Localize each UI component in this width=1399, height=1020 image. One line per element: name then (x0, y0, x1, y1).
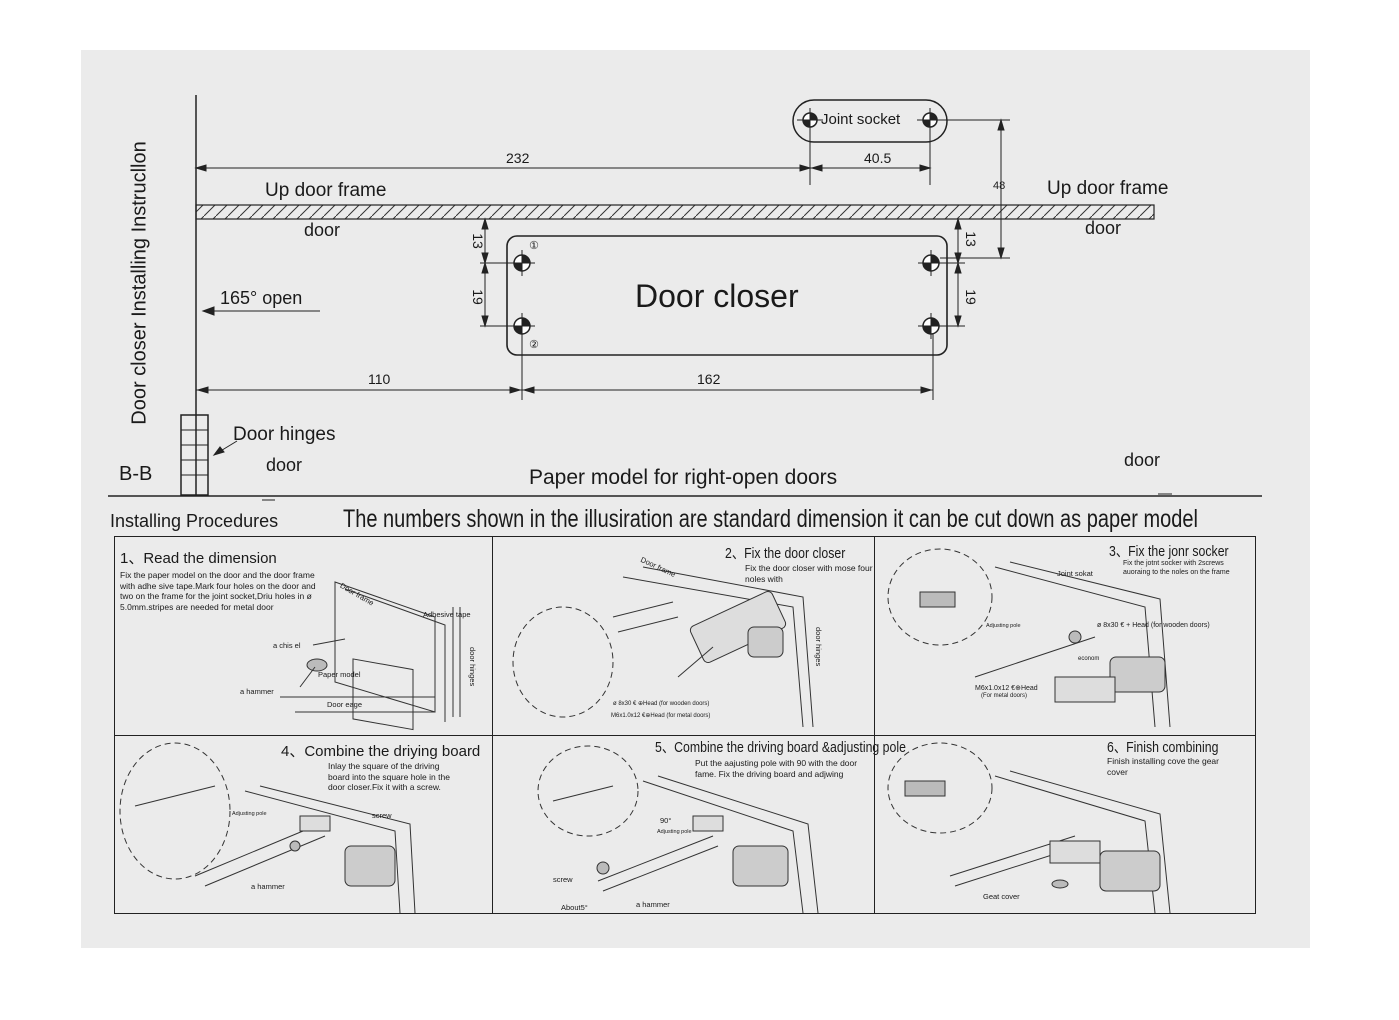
dim-13-right: 13 (962, 231, 979, 247)
step-5-title: 5、Combine the driving board &adjusting p… (655, 739, 906, 756)
step-4-panel: 4、Combine the driying board Inlay the sq… (114, 735, 493, 914)
dim-232: 232 (506, 150, 530, 166)
step-5-panel: 5、Combine the driving board &adjusting p… (492, 735, 906, 914)
door-frame-band (195, 204, 1155, 220)
step-2-title: 2、Fix the door closer (725, 545, 846, 562)
step-3-econom-label: econom (1078, 656, 1100, 662)
step-5-desc: Put the aajusting pole with 90 with the … (695, 758, 858, 779)
procedures-heading: Installing Procedures (110, 511, 279, 531)
step-5-illustration (537, 745, 819, 913)
step-3-screw-metal-label: M6x1.0x12 €⊕Head (975, 685, 1038, 692)
step-1-hammer-label: a hammer (240, 687, 274, 696)
hole-number-2: ② (529, 339, 539, 351)
hole-marks (509, 108, 944, 339)
step-1-desc: Fix the paper model on the door and the … (120, 570, 316, 612)
dimension-lines (108, 118, 1262, 501)
step-6-illustration (887, 742, 1171, 913)
step-1-adhesive-tape-label: Adhesive tape (423, 610, 471, 619)
paper-model-label: Paper model for right-open doors (529, 466, 838, 489)
step-2-door-hinges-label: door hinges (814, 627, 823, 667)
step-2-screw-metal-label: M6x1.0x12 €⊕Head (for metal doors) (611, 713, 711, 719)
step-4-desc: Inlay the square of the driving board in… (328, 761, 450, 792)
door-closer-outline (506, 235, 948, 356)
open-angle-label: 165° open (220, 288, 303, 308)
step-5-hammer-label: a hammer (636, 900, 670, 909)
joint-socket-outline (792, 99, 948, 143)
step-1-door-hinges-label: door hinges (468, 647, 477, 687)
step-5-about-label: About5° (561, 903, 588, 912)
step-6-panel: 6、Finish combining Finish installing cov… (874, 735, 1256, 914)
dim-162: 162 (697, 371, 721, 387)
dim-19-right: 19 (962, 289, 979, 305)
up-door-frame-right: Up door frame (1047, 178, 1169, 199)
dim-19-left: 19 (469, 289, 486, 305)
vertical-title: Door closer Installing Instrucllon (128, 141, 151, 425)
step-3-panel: 3、Fix the jonr socker Fix the jotnt sock… (874, 536, 1256, 736)
step-1-paper-model-label: Paper model (318, 670, 361, 679)
step-1-chisel-label: a chis el (273, 641, 301, 650)
step-3-adjusting-pole-label: Adjusting pole (986, 623, 1021, 629)
step-2-illustration (512, 566, 814, 728)
step-6-desc: Finish installing cove the gear cover (1107, 756, 1219, 777)
step-3-title: 3、Fix the jonr socker (1109, 543, 1229, 560)
dim-40-5: 40.5 (864, 150, 892, 166)
procedures-banner: The numbers shown in the illusiration ar… (343, 505, 1198, 533)
step-4-screw-label: screw (372, 811, 392, 820)
step-5-adjusting-pole-label: Adjusting pole (657, 829, 692, 835)
step-1-title: 1、Read the dimension (120, 550, 277, 567)
step-1-door-edge-label: Door eage (327, 700, 363, 709)
dim-48: 48 (993, 180, 1006, 192)
door-hinges-label: Door hinges (233, 424, 336, 445)
step-2-panel: 2、Fix the door closer Fix the door close… (492, 536, 875, 736)
step-4-title: 4、Combine the driying board (281, 743, 481, 760)
step-3-screw-metal-note: (For metal doors) (981, 693, 1028, 699)
dim-110: 110 (368, 371, 391, 387)
step-3-screw-wood-label: ø 8x30 € + Head (for wooden doors) (1097, 622, 1210, 629)
step-4-hammer-label: a hammer (251, 882, 285, 891)
step-1-illustration (280, 581, 461, 731)
step-1-panel: 1、Read the dimension Fix the paper model… (114, 536, 493, 736)
step-6-gear-cover-label: Geat cover (983, 892, 1020, 901)
step-4-illustration (119, 742, 416, 913)
step-3-joint-socket-label: Joint sokat (1057, 569, 1093, 578)
door-label-left: door (304, 220, 341, 240)
hinge-block (180, 414, 209, 496)
dim-13-left: 13 (469, 233, 486, 249)
step-6-title: 6、Finish combining (1107, 739, 1219, 756)
door-label-bottom-left: door (266, 455, 303, 475)
door-closer-label: Door closer (635, 278, 799, 314)
hole-number-1: ① (529, 240, 539, 252)
step-5-screw-label: screw (553, 875, 573, 884)
door-label-right: door (1085, 218, 1122, 238)
step-2-desc: Fix the door closer with mose four noles… (745, 563, 873, 584)
step-2-screw-wood-label: ø 8x30 € ⊕Head (for wooden doors) (613, 701, 710, 707)
door-label-bottom-right: door (1124, 450, 1161, 470)
up-door-frame-left: Up door frame (265, 180, 387, 201)
step-3-desc: Fix the jotnt socker with 2screws auorai… (1123, 560, 1230, 576)
section-label: B-B (119, 463, 153, 485)
step-5-angle-label: 90° (660, 816, 672, 825)
step-3-illustration (887, 548, 1171, 728)
step-4-adjusting-pole-label: Adjusting pole (232, 811, 267, 817)
joint-socket-label: Joint socket (821, 111, 901, 128)
